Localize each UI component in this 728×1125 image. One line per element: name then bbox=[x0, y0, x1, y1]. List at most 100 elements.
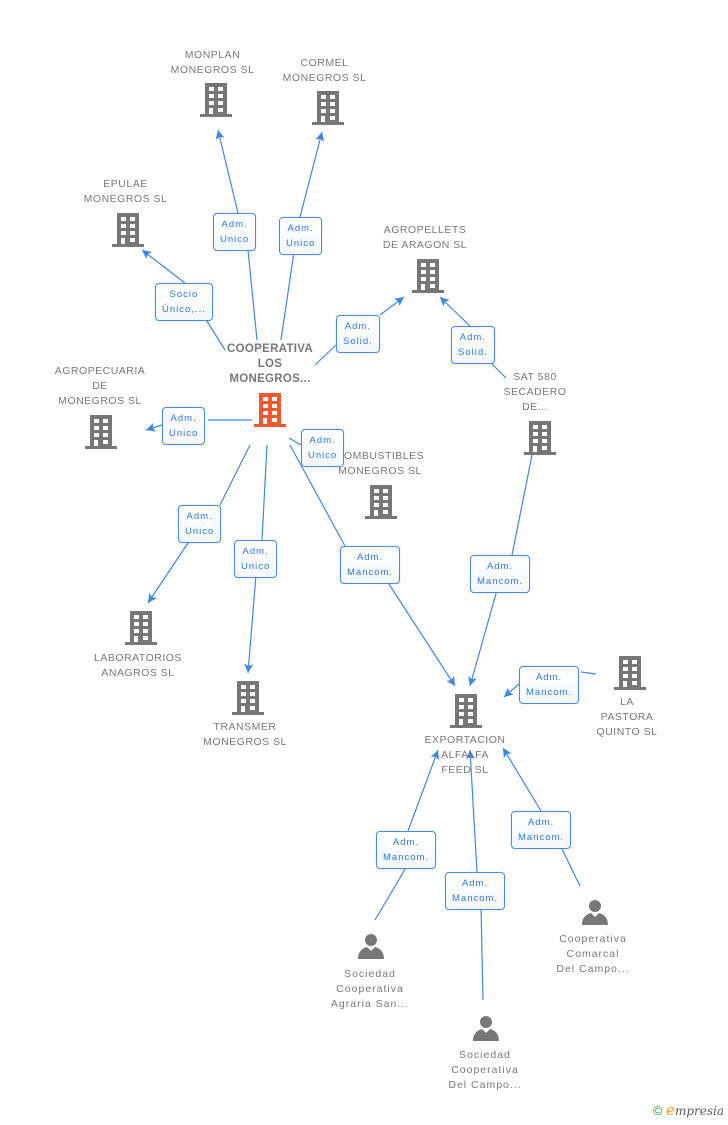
arrowhead-icon bbox=[142, 250, 152, 260]
relation-label[interactable]: Adm. Mancom. bbox=[445, 872, 506, 910]
node-epulae[interactable]: EPULAE MONEGROS SL bbox=[73, 177, 178, 207]
relation-label[interactable]: Adm. Unico bbox=[213, 213, 257, 251]
person-icon[interactable] bbox=[581, 898, 609, 931]
relation-edge bbox=[469, 589, 498, 687]
relation-edge bbox=[261, 444, 268, 541]
relation-edge bbox=[219, 444, 251, 506]
node-soc-agraria[interactable]: Sociedad Cooperativa Agraria San... bbox=[315, 967, 425, 1012]
building-icon[interactable] bbox=[311, 90, 345, 131]
arrowhead-icon bbox=[446, 675, 455, 686]
relation-edge bbox=[502, 747, 542, 812]
relation-label[interactable]: Adm. Unico bbox=[279, 217, 323, 255]
relation-label[interactable]: Adm. Solid. bbox=[336, 315, 380, 353]
relation-label[interactable]: Adm. Unico bbox=[162, 407, 206, 445]
node-label: EXPORTACION ALFALFA FEED SL bbox=[424, 734, 506, 776]
building-icon[interactable] bbox=[199, 82, 233, 123]
relation-edge bbox=[147, 539, 191, 604]
arrowhead-icon bbox=[148, 593, 157, 603]
relation-edge bbox=[386, 580, 456, 687]
relation-edge bbox=[141, 249, 186, 284]
relation-edge bbox=[217, 129, 239, 214]
building-icon[interactable] bbox=[111, 212, 145, 253]
relation-edge bbox=[480, 905, 484, 1001]
node-label: CORMEL MONEGROS SL bbox=[282, 57, 367, 84]
node-label: EPULAE MONEGROS SL bbox=[83, 178, 168, 205]
relation-edge bbox=[559, 844, 581, 887]
node-label: COOPERATIVA LOS MONEGROS... bbox=[227, 343, 313, 385]
node-coop-comarcal[interactable]: Cooperativa Comarcal Del Campo... bbox=[538, 932, 648, 977]
relation-label[interactable]: Socio Único,... bbox=[155, 283, 213, 321]
node-label: AGROPECUARIA DE MONEGROS SL bbox=[54, 365, 146, 407]
copyright-icon: © bbox=[652, 1103, 663, 1118]
building-icon[interactable] bbox=[84, 414, 118, 455]
node-combustibles[interactable]: COMBUSTIBLES MONEGROS SL bbox=[325, 449, 435, 479]
relation-edge bbox=[469, 749, 478, 873]
node-center[interactable]: COOPERATIVA LOS MONEGROS... bbox=[215, 342, 325, 387]
relation-edge bbox=[280, 251, 295, 341]
relation-edge bbox=[247, 574, 257, 674]
building-icon[interactable] bbox=[231, 680, 265, 721]
node-lapastora[interactable]: LA PASTORA QUINTO SL bbox=[582, 695, 672, 740]
node-transmer[interactable]: TRANSMER MONEGROS SL bbox=[190, 720, 300, 750]
node-label: MONPLAN MONEGROS SL bbox=[170, 49, 255, 76]
node-label: Sociedad Cooperativa Agraria San... bbox=[330, 968, 410, 1010]
node-laboratorios[interactable]: LABORATORIOS ANAGROS SL bbox=[83, 651, 193, 681]
node-soc-delcampo[interactable]: Sociedad Cooperativa Del Campo... bbox=[430, 1048, 540, 1093]
relation-edge bbox=[314, 344, 337, 366]
node-label: Cooperativa Comarcal Del Campo... bbox=[556, 933, 630, 975]
arrowhead-icon bbox=[503, 748, 512, 759]
arrowhead-icon bbox=[315, 132, 325, 142]
relation-label[interactable]: Adm. Unico bbox=[178, 505, 222, 543]
relation-label[interactable]: Adm. Mancom. bbox=[519, 666, 580, 704]
relation-label[interactable]: Adm. Unico bbox=[234, 540, 278, 578]
node-label: LABORATORIOS ANAGROS SL bbox=[94, 652, 182, 679]
node-label: TRANSMER MONEGROS SL bbox=[203, 721, 287, 748]
relation-label[interactable]: Adm. Solid. bbox=[451, 326, 495, 364]
building-icon[interactable] bbox=[124, 610, 158, 651]
relation-edge bbox=[289, 444, 346, 547]
node-label: AGROPELLETS DE ARAGON SL bbox=[382, 224, 468, 251]
relation-edge bbox=[407, 749, 439, 832]
arrowhead-icon bbox=[466, 750, 476, 760]
arrowhead-icon bbox=[440, 297, 450, 307]
relation-edge bbox=[511, 454, 533, 556]
node-agropellets[interactable]: AGROPELLETS DE ARAGON SL bbox=[370, 223, 480, 253]
arrowhead-icon bbox=[430, 750, 440, 761]
relation-label[interactable]: Adm. Mancom. bbox=[376, 831, 437, 869]
relation-edge bbox=[288, 437, 302, 446]
building-icon[interactable] bbox=[523, 420, 557, 461]
building-icon-highlighted[interactable] bbox=[253, 392, 287, 433]
node-sat580[interactable]: SAT 580 SECADERO DE... bbox=[490, 370, 580, 415]
relation-edge bbox=[299, 131, 323, 218]
building-icon[interactable] bbox=[364, 484, 398, 525]
building-icon[interactable] bbox=[411, 258, 445, 299]
node-agropecuaria[interactable]: AGROPECUARIA DE MONEGROS SL bbox=[45, 364, 155, 409]
arrowhead-icon bbox=[504, 687, 514, 697]
relation-edge bbox=[204, 317, 226, 351]
relation-label[interactable]: Adm. Unico bbox=[301, 429, 345, 467]
node-monplan[interactable]: MONPLAN MONEGROS SL bbox=[160, 48, 265, 78]
node-exportacion[interactable]: EXPORTACION ALFALFA FEED SL bbox=[410, 733, 520, 778]
arrowhead-icon bbox=[244, 663, 254, 673]
brand-name: empresia bbox=[666, 1101, 724, 1119]
relation-edge bbox=[247, 249, 258, 341]
relation-edge bbox=[580, 671, 597, 675]
relation-label[interactable]: Adm. Mancom. bbox=[340, 546, 401, 584]
person-icon[interactable] bbox=[357, 932, 385, 965]
arrowhead-icon bbox=[215, 130, 225, 140]
node-label: COMBUSTIBLES MONEGROS SL bbox=[335, 450, 425, 477]
building-icon[interactable] bbox=[449, 693, 483, 734]
relation-label[interactable]: Adm. Mancom. bbox=[470, 555, 531, 593]
relation-label[interactable]: Adm. Mancom. bbox=[511, 811, 572, 849]
empresia-logo[interactable]: © empresia bbox=[653, 1101, 724, 1119]
person-icon[interactable] bbox=[472, 1014, 500, 1047]
node-cormel[interactable]: CORMEL MONEGROS SL bbox=[272, 56, 377, 86]
node-label: LA PASTORA QUINTO SL bbox=[596, 696, 658, 738]
building-icon[interactable] bbox=[613, 655, 647, 696]
node-label: Sociedad Cooperativa Del Campo... bbox=[448, 1049, 522, 1091]
arrowhead-icon bbox=[468, 676, 477, 686]
arrowhead-icon bbox=[146, 423, 156, 432]
node-label: SAT 580 SECADERO DE... bbox=[503, 371, 567, 413]
relation-edge bbox=[374, 865, 408, 921]
